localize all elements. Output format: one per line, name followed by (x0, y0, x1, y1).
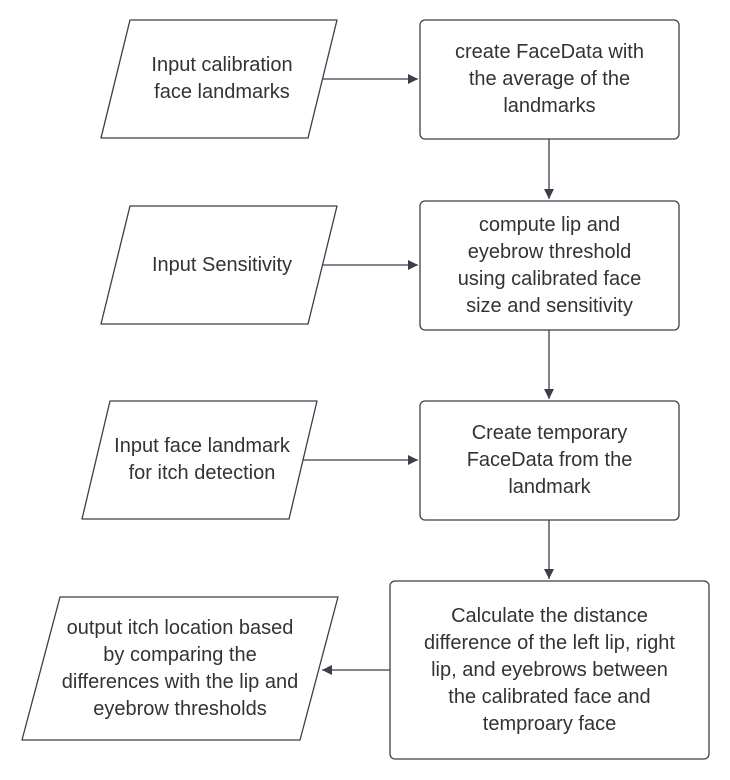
input-face-landmark-label: Input face landmark for itch detection (114, 435, 290, 484)
input-sensitivity-label: Input Sensitivity (151, 253, 293, 276)
create-temporary-label: Create temporary FaceData from the landm… (466, 422, 633, 498)
calculate-distance-label: Calculate the distance difference of the… (424, 604, 675, 735)
input-calibration-label: Input calibration face landmarks (151, 54, 293, 103)
create-facedata-label: create FaceData with the average of the … (455, 41, 644, 117)
input-calibration-shape (100, 19, 338, 139)
input-sensitivity-shape (100, 205, 338, 325)
output-itch-shape (21, 596, 339, 741)
output-itch-label: output itch location based by comparing … (61, 616, 299, 720)
input-face-landmark-shape (81, 400, 318, 520)
compute-threshold-label: compute lip and eyebrow threshold using … (457, 213, 642, 317)
